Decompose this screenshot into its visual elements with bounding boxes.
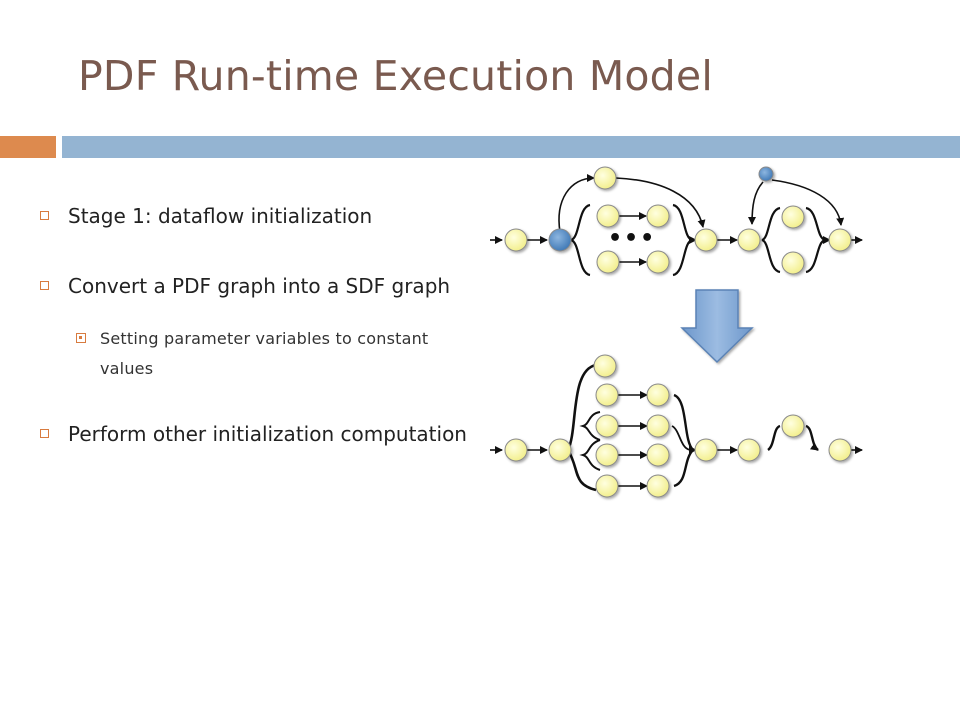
node [646,474,670,498]
bullet-text: Perform other initialization computation [68,422,467,446]
node [781,414,805,438]
node [646,414,670,438]
node [646,383,670,407]
bullet-item: Perform other initialization computation [40,418,470,450]
ellipsis: ••• [608,226,656,251]
sub-bullet-item: Setting parameter variables to constant … [40,324,470,384]
param-node [758,166,774,182]
node [828,438,852,462]
node [504,228,528,252]
node [646,250,670,274]
node [781,251,805,275]
node [781,205,805,229]
node [694,438,718,462]
node [737,438,761,462]
node [593,354,617,378]
bullet-item: Stage 1: dataflow initialization [40,200,470,232]
title-accent-bar-blue [62,136,960,158]
node [504,438,528,462]
param-node [548,228,572,252]
sub-bullet-text: Setting parameter variables to constant … [100,329,429,378]
node [595,474,619,498]
bullet-text: Convert a PDF graph into a SDF graph [68,274,451,298]
bullet-item: Convert a PDF graph into a SDF graph [40,270,470,302]
node [646,204,670,228]
bullet-text: Stage 1: dataflow initialization [68,204,373,228]
sub-bullet-square-icon [76,333,86,343]
node [646,443,670,467]
node [593,166,617,190]
slide-title: PDF Run-time Execution Model [78,52,713,100]
bullet-square-icon [40,429,49,438]
node [737,228,761,252]
node [596,250,620,274]
pdf-graph-nodes [504,166,852,275]
sdf-graph-nodes [504,354,852,498]
sdf-graph [490,363,863,492]
pdf-graph [490,174,863,277]
node [596,204,620,228]
node [694,228,718,252]
node [548,438,572,462]
bullet-square-icon [40,211,49,220]
node [828,228,852,252]
node [595,414,619,438]
node [595,443,619,467]
node [595,383,619,407]
bullet-square-icon [40,281,49,290]
title-accent-bar-orange [0,136,56,158]
transform-arrow-icon [680,289,754,364]
bullet-list: Stage 1: dataflow initialization Convert… [40,200,470,450]
